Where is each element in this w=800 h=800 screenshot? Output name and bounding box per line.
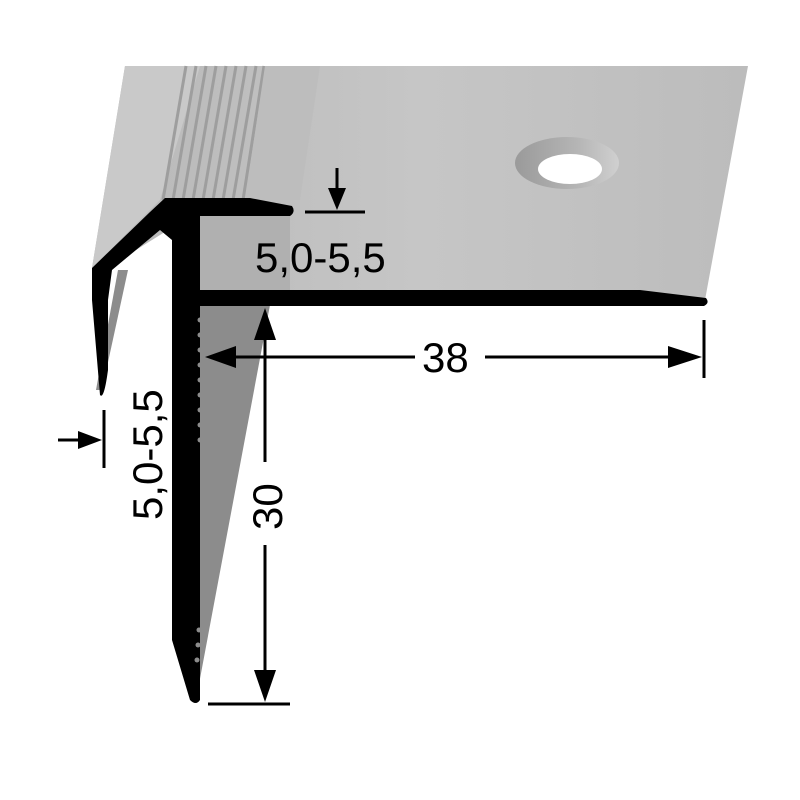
nosing-grooves	[161, 65, 266, 201]
dimension-width-label: 38	[422, 334, 469, 381]
screw-hole	[515, 137, 619, 189]
dimension-top-thickness-label: 5,0-5,5	[255, 234, 386, 281]
profile-section	[92, 198, 708, 703]
dimension-side-thickness	[58, 410, 106, 468]
serrations	[194, 317, 203, 663]
dimension-side-thickness-label: 5,0-5,5	[124, 389, 171, 520]
dimension-top-thickness	[305, 168, 365, 214]
dimension-width	[205, 320, 706, 378]
dimension-height-label: 30	[244, 483, 291, 530]
dimension-height	[208, 308, 290, 706]
